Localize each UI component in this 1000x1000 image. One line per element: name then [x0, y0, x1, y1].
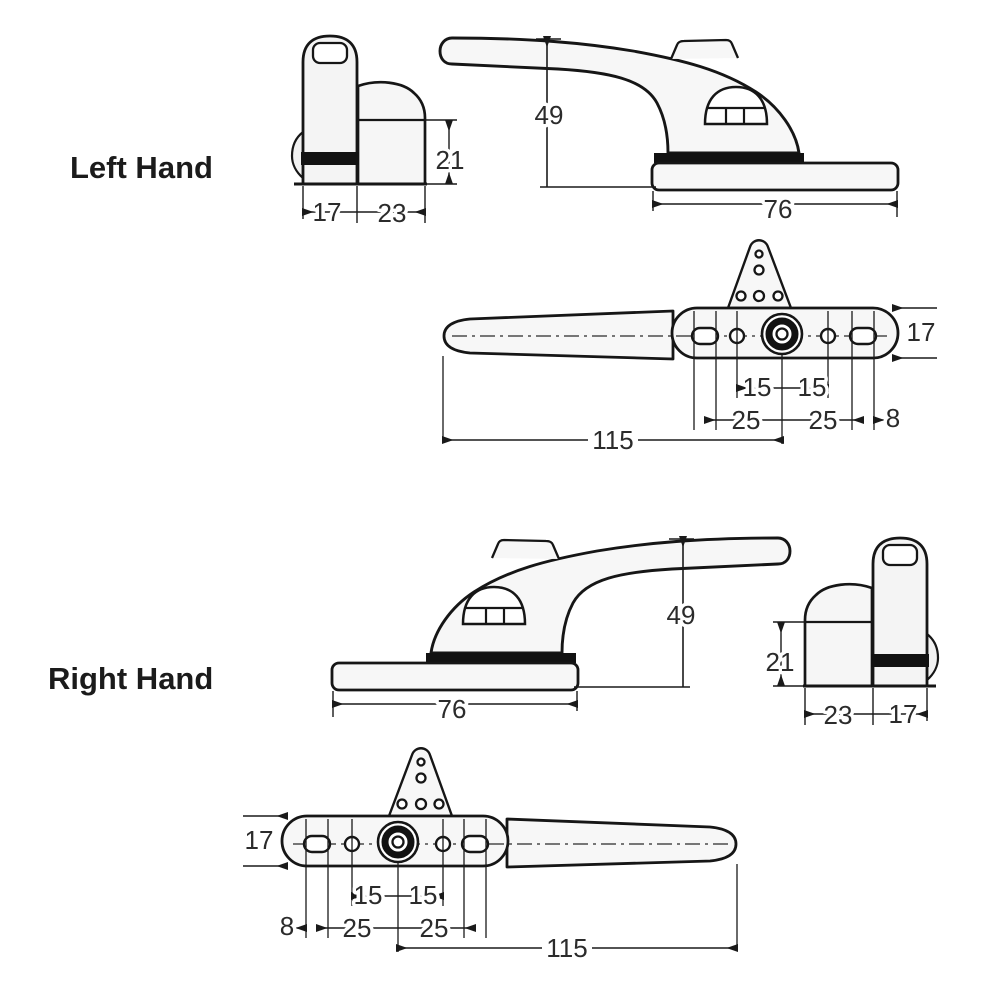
dim-right-front-base-length: 76 [438, 694, 467, 724]
dim-left-plan-pin-spacing-b: 15 [798, 372, 827, 402]
dim-left-plan-slot-spacing-b: 25 [809, 405, 838, 435]
dim-left-side-grip-depth: 17 [313, 197, 342, 227]
dim-right-plan-plate-width: 17 [245, 825, 274, 855]
dim-right-plan-slot-spacing-a: 25 [420, 913, 449, 943]
left-front-view [440, 37, 898, 217]
dim-left-plan-slot-spacing-a: 25 [732, 405, 761, 435]
dim-right-plan-overall-length: 115 [546, 933, 587, 963]
right-hand-title: Right Hand [48, 661, 213, 696]
dim-left-plan-slot-width: 8 [886, 403, 900, 433]
left-plan-view [443, 240, 937, 444]
dim-right-side-height: 21 [766, 647, 795, 677]
dim-left-plan-pin-spacing-a: 15 [743, 372, 772, 402]
dim-left-plan-plate-width: 17 [907, 317, 936, 347]
dim-left-side-height: 21 [436, 145, 465, 175]
right-hand-section: Right Hand 21 23 17 49 76 17 15 15 25 25… [48, 537, 938, 967]
right-side-view [773, 538, 938, 725]
dim-right-side-grip-depth: 17 [889, 699, 918, 729]
left-hand-title: Left Hand [70, 150, 213, 185]
dim-right-plan-slot-width: 8 [280, 911, 294, 941]
dim-right-plan-pin-spacing-a: 15 [409, 880, 438, 910]
dim-left-plan-overall-length: 115 [592, 425, 633, 455]
right-front-view [332, 537, 790, 717]
dim-right-plan-slot-spacing-b: 25 [343, 913, 372, 943]
dim-left-side-body-depth: 23 [378, 198, 407, 228]
left-hand-section: Left Hand 17 23 21 49 76 17 15 15 25 25 … [70, 36, 937, 459]
dim-left-front-base-length: 76 [764, 194, 793, 224]
left-side-view [292, 36, 457, 223]
dim-right-side-body-depth: 23 [824, 700, 853, 730]
right-plan-view [243, 748, 737, 952]
dim-right-plan-pin-spacing-b: 15 [354, 880, 383, 910]
dim-left-front-height: 49 [535, 100, 564, 130]
dim-right-front-height: 49 [667, 600, 696, 630]
